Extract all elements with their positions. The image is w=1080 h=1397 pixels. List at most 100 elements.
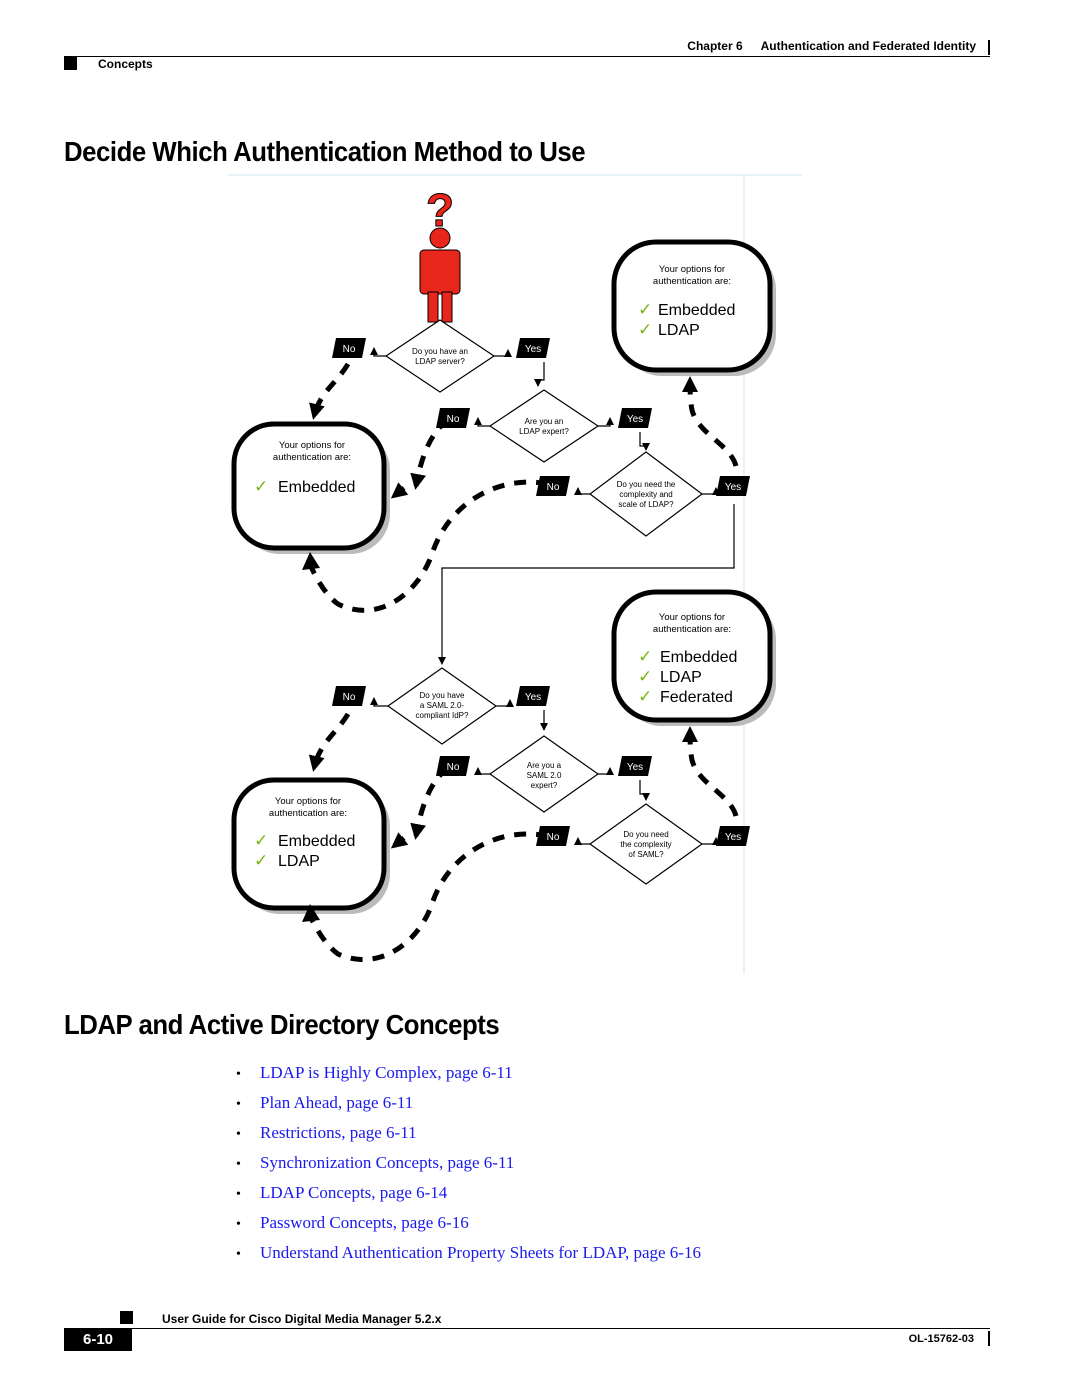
- check-icon: ✓: [638, 687, 652, 706]
- svg-text:the complexity: the complexity: [620, 840, 671, 849]
- tag-yes: Yes: [618, 756, 652, 776]
- decision-saml-expert: Are you a SAML 2.0 expert?: [488, 735, 600, 813]
- svg-text:Yes: Yes: [525, 344, 541, 355]
- chapter-title: Authentication and Federated Identity: [760, 39, 976, 53]
- tag-no: No: [332, 338, 366, 358]
- options-header: authentication are:: [653, 276, 731, 287]
- check-icon: ✓: [638, 647, 652, 666]
- bullet-icon: •: [236, 1247, 241, 1262]
- svg-text:No: No: [447, 762, 460, 773]
- person-question-icon: ?: [419, 184, 461, 323]
- svg-text:Yes: Yes: [725, 832, 741, 843]
- link-ldap-concepts[interactable]: LDAP Concepts, page 6-14: [260, 1183, 448, 1202]
- link-plan-ahead[interactable]: Plan Ahead, page 6-11: [260, 1093, 414, 1112]
- svg-text:LDAP server?: LDAP server?: [415, 357, 465, 366]
- option-embedded: Embedded: [658, 302, 735, 319]
- auth-decision-flowchart: ? Your options for authentication are: ✓…: [228, 174, 802, 974]
- tag-no: No: [436, 756, 470, 776]
- option-embedded: Embedded: [278, 833, 355, 850]
- check-icon: ✓: [638, 667, 652, 686]
- topic-link-list: • LDAP is Highly Complex, page 6-11 • Plan…: [236, 1062, 701, 1272]
- bullet-icon: •: [236, 1067, 241, 1082]
- check-icon: ✓: [254, 477, 268, 496]
- option-ldap: LDAP: [660, 669, 702, 686]
- option-embedded: Embedded: [278, 479, 355, 496]
- svg-text:SAML 2.0: SAML 2.0: [527, 771, 562, 780]
- header-rule: [64, 56, 990, 57]
- tag-yes: Yes: [618, 408, 652, 428]
- svg-text:LDAP expert?: LDAP expert?: [519, 427, 569, 436]
- list-item: • Plan Ahead, page 6-11: [236, 1092, 701, 1122]
- question-mark: ?: [426, 184, 454, 236]
- svg-text:compliant IdP?: compliant IdP?: [416, 711, 469, 720]
- tag-yes: Yes: [516, 338, 550, 358]
- svg-text:scale of LDAP?: scale of LDAP?: [618, 500, 674, 509]
- heading-ldap-ad-concepts: LDAP and Active Directory Concepts: [64, 1009, 500, 1040]
- doc-number: OL-15762-03: [908, 1333, 974, 1345]
- link-ldap-highly-complex[interactable]: LDAP is Highly Complex, page 6-11: [260, 1063, 513, 1082]
- svg-text:Yes: Yes: [627, 414, 643, 425]
- bullet-icon: •: [236, 1127, 241, 1142]
- option-ldap: LDAP: [658, 322, 700, 339]
- bullet-icon: •: [236, 1217, 241, 1232]
- tag-no: No: [536, 476, 570, 496]
- list-item: • Synchronization Concepts, page 6-11: [236, 1152, 701, 1182]
- svg-text:expert?: expert?: [531, 781, 558, 790]
- footer-rule: [64, 1328, 990, 1329]
- running-header: Chapter 6 Authentication and Federated Id…: [687, 39, 976, 53]
- options-header: authentication are:: [269, 808, 347, 819]
- svg-text:No: No: [447, 414, 460, 425]
- header-square-marker: [64, 57, 77, 70]
- list-item: • LDAP Concepts, page 6-14: [236, 1182, 701, 1212]
- bullet-icon: •: [236, 1097, 241, 1112]
- list-item: • Password Concepts, page 6-16: [236, 1212, 701, 1242]
- svg-text:Do you have an: Do you have an: [412, 347, 468, 356]
- svg-text:Do you need: Do you need: [623, 830, 668, 839]
- tag-yes: Yes: [516, 686, 550, 706]
- svg-text:complexity and: complexity and: [619, 490, 672, 499]
- svg-text:No: No: [343, 344, 356, 355]
- check-icon: ✓: [638, 320, 652, 339]
- tag-no: No: [436, 408, 470, 428]
- header-bar: [988, 40, 990, 55]
- tag-yes: Yes: [716, 826, 750, 846]
- decision-saml-complexity: Do you need the complexity of SAML?: [588, 803, 704, 885]
- list-item: • Understand Authentication Property Shee…: [236, 1242, 701, 1272]
- check-icon: ✓: [254, 851, 268, 870]
- chapter-label: Chapter 6: [687, 39, 743, 53]
- options-box-embedded-ldap-federated: Your options for authentication are: ✓ E…: [611, 589, 776, 726]
- svg-text:Yes: Yes: [725, 482, 741, 493]
- bullet-icon: •: [236, 1157, 241, 1172]
- svg-text:No: No: [343, 692, 356, 703]
- options-box-embedded-ldap-lower: Your options for authentication are: ✓ E…: [231, 777, 390, 914]
- options-header: authentication are:: [653, 624, 731, 635]
- heading-decide-auth-method: Decide Which Authentication Method to Us…: [64, 136, 586, 167]
- list-item: • LDAP is Highly Complex, page 6-11: [236, 1062, 701, 1092]
- check-icon: ✓: [254, 831, 268, 850]
- svg-text:Are you an: Are you an: [525, 417, 564, 426]
- svg-text:No: No: [547, 832, 560, 843]
- options-header: Your options for: [659, 264, 725, 275]
- footer-bar: [988, 1331, 990, 1346]
- decision-saml-idp: Do you have a SAML 2.0- compliant IdP?: [386, 667, 498, 745]
- tag-no: No: [332, 686, 366, 706]
- option-federated: Federated: [660, 689, 733, 706]
- options-box-embedded: Your options for authentication are: ✓ E…: [231, 421, 390, 554]
- link-password-concepts[interactable]: Password Concepts, page 6-16: [260, 1213, 469, 1232]
- link-restrictions[interactable]: Restrictions, page 6-11: [260, 1123, 417, 1142]
- check-icon: ✓: [638, 300, 652, 319]
- decision-ldap-server: Do you have an LDAP server?: [384, 319, 496, 393]
- option-embedded: Embedded: [660, 649, 737, 666]
- footer-square-marker: [120, 1311, 133, 1324]
- bullet-icon: •: [236, 1187, 241, 1202]
- page-number: 6-10: [64, 1329, 132, 1351]
- link-synchronization-concepts[interactable]: Synchronization Concepts, page 6-11: [260, 1153, 515, 1172]
- svg-text:a SAML 2.0-: a SAML 2.0-: [420, 701, 465, 710]
- svg-text:Do you have: Do you have: [420, 691, 465, 700]
- link-auth-property-sheets[interactable]: Understand Authentication Property Sheet…: [260, 1243, 701, 1262]
- decision-ldap-expert: Are you an LDAP expert?: [488, 389, 600, 463]
- tag-no: No: [536, 826, 570, 846]
- list-item: • Restrictions, page 6-11: [236, 1122, 701, 1152]
- decision-ldap-scale: Do you need the complexity and scale of …: [589, 451, 703, 537]
- tag-yes: Yes: [716, 476, 750, 496]
